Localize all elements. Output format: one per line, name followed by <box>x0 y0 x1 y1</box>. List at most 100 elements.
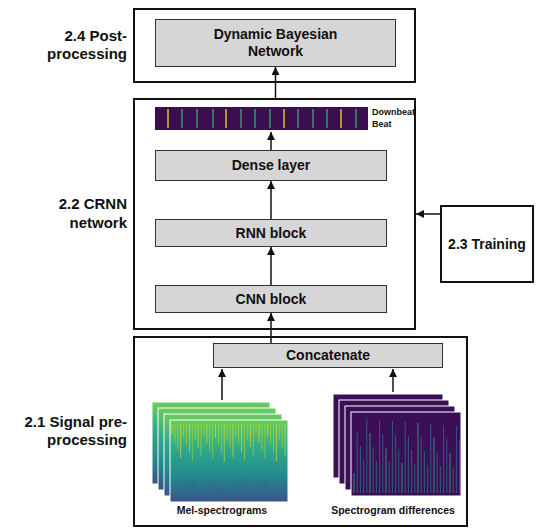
spectrogram-texture <box>434 438 435 493</box>
spectrogram-texture <box>411 450 412 493</box>
spectrogram-texture <box>276 488 277 498</box>
spectrogram-texture <box>264 479 265 498</box>
spectrogram-texture <box>259 483 260 498</box>
spectrogram-texture <box>366 419 367 493</box>
activation-stroke <box>326 109 327 128</box>
activation-stroke <box>297 109 298 128</box>
spectrogram-texture <box>270 424 271 445</box>
input-label: Mel-spectrograms <box>152 505 292 517</box>
activation-stroke <box>196 109 197 128</box>
spectrogram-texture <box>392 421 393 493</box>
spectrogram-texture <box>259 424 260 442</box>
spectrogram-texture <box>172 492 173 498</box>
spectrogram-texture <box>177 488 178 498</box>
process-box: Concatenate <box>213 343 443 368</box>
spectrogram-texture <box>244 476 245 498</box>
process-box: 2.3 Training <box>440 205 534 283</box>
spectrogram-texture <box>273 490 274 498</box>
spectrogram-texture <box>238 480 239 498</box>
spectrogram-texture <box>256 485 257 498</box>
spectrogram-texture <box>195 476 196 498</box>
spectrogram-texture <box>201 489 202 498</box>
box-label: CNN block <box>236 291 307 308</box>
spectrogram-texture <box>174 424 175 442</box>
activation-stroke <box>283 109 284 128</box>
section-heading: 2.1 Signal pre- processing <box>5 413 127 451</box>
spectrogram-texture <box>206 485 207 498</box>
spectrogram-texture <box>218 424 219 446</box>
spectrogram-texture <box>414 464 415 493</box>
spectrogram-texture <box>189 424 190 453</box>
spectrogram-difference <box>351 412 461 496</box>
spectrogram-texture <box>241 478 242 498</box>
spectrogram-texture <box>261 481 262 498</box>
spectrogram-texture <box>357 432 358 493</box>
spectrogram-texture <box>430 424 431 493</box>
spectrogram-texture <box>363 460 364 493</box>
spectrogram-texture <box>405 422 406 493</box>
spectrogram-texture <box>354 473 355 493</box>
spectrogram-texture <box>183 424 184 437</box>
box-label: Dense layer <box>232 157 311 174</box>
spectrogram-texture <box>198 491 199 498</box>
spectrogram-texture <box>279 486 280 498</box>
spectrogram-texture <box>395 435 396 493</box>
spectrogram-difference <box>351 412 461 496</box>
spectrogram-texture <box>180 424 181 458</box>
activation-stroke <box>312 109 313 128</box>
activation-stroke <box>355 109 356 128</box>
spectrogram-texture <box>360 446 361 493</box>
spectrogram-texture <box>408 436 409 493</box>
flow-arrow <box>270 181 272 219</box>
activation-stroke <box>212 109 213 128</box>
process-box: Dense layer <box>155 150 387 181</box>
input-arrow <box>221 369 223 400</box>
box-label: Dynamic Bayesian Network <box>201 26 351 60</box>
spectrogram-texture <box>427 465 428 493</box>
spectrogram-texture <box>209 483 210 498</box>
input-label: Spectrogram differences <box>316 505 470 517</box>
spectrogram-texture <box>421 437 422 493</box>
spectrogram-texture <box>446 439 447 493</box>
spectrogram-texture <box>206 424 207 443</box>
spectrogram-texture <box>232 424 233 457</box>
spectrogram-texture <box>224 424 225 462</box>
spectrogram-texture <box>180 486 181 498</box>
output-activation-map <box>155 107 368 130</box>
spectrogram-texture <box>203 487 204 498</box>
spectrogram-texture <box>382 434 383 493</box>
spectrogram-texture <box>227 424 228 441</box>
spectrogram-texture <box>250 489 251 498</box>
spectrogram-texture <box>201 424 202 456</box>
spectrogram-texture <box>379 420 380 493</box>
spectrogram-texture <box>273 424 274 453</box>
spectrogram-texture <box>172 424 173 434</box>
spectrogram-texture <box>282 484 283 498</box>
flow-arrow <box>270 313 272 343</box>
spectrogram-texture <box>256 424 257 434</box>
section-frame: 2.2 CRNN networkDense layerRNN blockCNN … <box>133 98 416 330</box>
process-box: CNN block <box>155 285 387 313</box>
spectrogram-texture <box>221 424 222 454</box>
spectrogram-texture <box>267 424 268 437</box>
spectrogram-texture <box>424 451 425 493</box>
spectrogram-texture <box>253 424 254 455</box>
spectrogram-texture <box>192 478 193 498</box>
spectrogram-texture <box>177 424 178 450</box>
spectrogram-texture <box>230 486 231 498</box>
flow-arrow <box>416 213 440 215</box>
spectrogram-texture <box>198 424 199 448</box>
series-label: Beat <box>372 120 432 130</box>
spectrogram-texture <box>224 490 225 498</box>
spectrogram-texture <box>227 488 228 498</box>
spectrogram-texture <box>398 449 399 493</box>
input-arrow <box>392 369 394 392</box>
spectrogram-texture <box>373 447 374 493</box>
spectrogram-texture <box>215 479 216 498</box>
spectrogram-texture <box>247 424 248 439</box>
activation-stroke <box>254 109 255 128</box>
spectrogram-texture <box>230 424 231 449</box>
spectrogram-texture <box>370 433 371 493</box>
spectrogram-texture <box>186 482 187 498</box>
section-heading: 2.4 Post- processing <box>5 27 127 65</box>
